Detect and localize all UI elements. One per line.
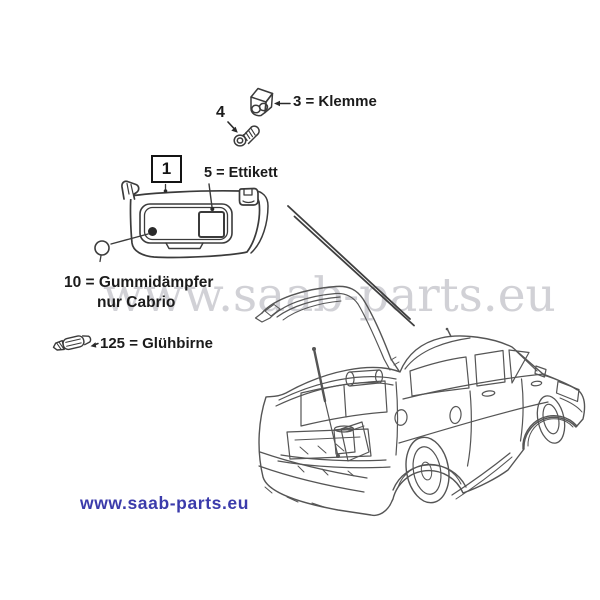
clamp-icon (250, 87, 274, 117)
callout-ettikett: 5 = Ettikett (204, 165, 278, 181)
callout-klemme: 3 = Klemme (293, 93, 377, 110)
bulb-icon (52, 335, 92, 351)
watermark: www.saab-parts.eu (103, 268, 556, 323)
callout-screw-number: 4 (216, 104, 225, 121)
callout-nur-cabrio: nur Cabrio (97, 294, 176, 311)
callout-gummidaempfer: 10 = Gummidämpfer (64, 274, 214, 291)
bulb-arrow (90, 342, 99, 348)
leader-lines (287, 205, 415, 327)
screw-arrow (227, 121, 238, 133)
screw-icon (233, 125, 260, 147)
part-1-box: 1 (151, 155, 182, 183)
site-link[interactable]: www.saab-parts.eu (80, 493, 250, 513)
rubber-damper-icon (94, 227, 157, 263)
callout-gluehbirne: 125 = Glühbirne (100, 335, 213, 352)
car-icon (254, 285, 586, 517)
clamp-arrow (274, 100, 291, 107)
sun-visor-icon (121, 180, 269, 259)
